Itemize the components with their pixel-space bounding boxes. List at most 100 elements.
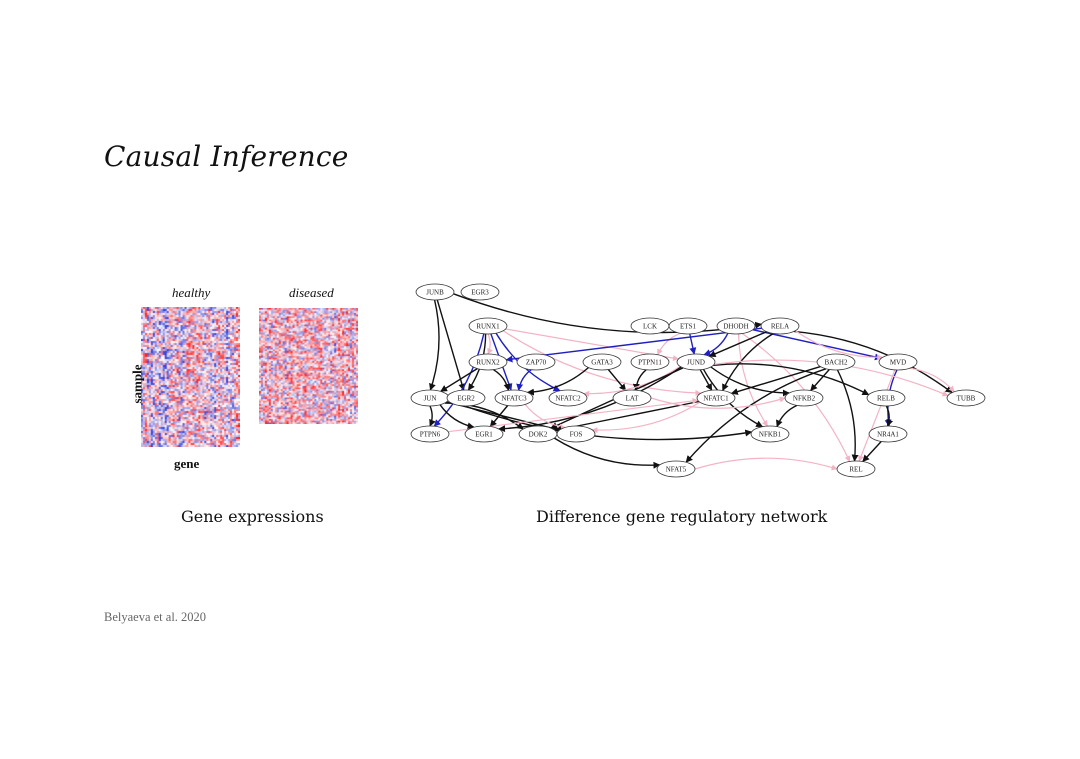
sample-axis-label: sample	[129, 364, 145, 404]
edge-bach2-to-nfatc1	[730, 365, 821, 395]
edge-rela-to-jund	[708, 331, 767, 358]
edge-jund-to-relb	[713, 363, 870, 396]
node-label: NFKB1	[759, 431, 782, 439]
node-label: NFATC3	[501, 395, 527, 403]
node-jund: JUND	[676, 353, 716, 371]
node-ellipse	[446, 389, 486, 407]
healthy-heatmap	[141, 307, 240, 447]
edge-junb-to-jun	[429, 299, 440, 391]
left-caption: Gene expressions	[181, 507, 324, 526]
diseased-label: diseased	[289, 285, 334, 300]
node-ellipse	[656, 460, 696, 478]
node-dhodh: DHODH	[716, 317, 756, 335]
node-nfatc1: NFATC1	[696, 389, 736, 407]
node-ellipse	[868, 425, 908, 443]
node-lat: LAT	[612, 389, 652, 407]
node-ellipse	[784, 389, 824, 407]
node-label: NFKB2	[793, 395, 816, 403]
edge-jund-to-nfatc1	[699, 369, 713, 391]
node-label: FOS	[570, 431, 583, 439]
diseased-heatmap	[259, 308, 358, 424]
node-label: MVD	[890, 359, 906, 367]
slide-title: Causal Inference	[104, 140, 349, 173]
node-ellipse	[836, 460, 876, 478]
node-ellipse	[494, 389, 534, 407]
network-edges	[429, 293, 955, 471]
node-ellipse	[415, 283, 455, 301]
node-ellipse	[676, 353, 716, 371]
gene-axis-label: gene	[174, 456, 200, 471]
node-gata3: GATA3	[582, 353, 622, 371]
edge-zap70-to-nfatc3	[516, 369, 532, 391]
node-label: NR4A1	[877, 431, 899, 439]
node-nfatc3: NFATC3	[494, 389, 534, 407]
edge-jun-to-ptpn6	[429, 405, 436, 427]
node-label: BACH2	[825, 359, 848, 367]
node-ets1: ETS1	[668, 317, 708, 335]
node-ellipse	[816, 353, 856, 371]
healthy-label: healthy	[172, 285, 211, 300]
node-fos: FOS	[556, 425, 596, 443]
edge-bach2-to-nfkb2	[810, 369, 830, 392]
node-nfat5: NFAT5	[656, 460, 696, 478]
node-ellipse	[878, 353, 918, 371]
node-ellipse	[630, 353, 670, 371]
edge-jun-to-nfkb1	[448, 399, 753, 441]
node-ellipse	[460, 283, 500, 301]
node-label: EGR3	[471, 289, 489, 297]
edge-jund-to-nfatc2	[583, 365, 681, 397]
edge-gata3-to-nfatc3	[526, 367, 589, 396]
edge-mvd-to-rel	[858, 369, 896, 462]
node-label: LAT	[626, 395, 640, 403]
node-label: GATA3	[591, 359, 613, 367]
edge-jun-to-egr1	[439, 404, 475, 430]
edge-nfatc1-to-fos	[591, 401, 701, 434]
node-label: NFAT5	[666, 466, 687, 474]
node-runx2: RUNX2	[468, 353, 508, 371]
node-ellipse	[468, 353, 508, 371]
node-label: EGR1	[475, 431, 493, 439]
edge-dok2-to-nfat5	[553, 437, 661, 469]
edge-runx1-to-ptpn6	[433, 333, 485, 427]
node-label: LCK	[643, 323, 657, 331]
node-label: PTPN11	[638, 359, 662, 367]
edge-junb-to-egr2	[436, 299, 466, 391]
edge-rela-to-nfatc1	[722, 332, 774, 392]
edge-bach2-to-rel	[836, 369, 859, 462]
node-dok2: DOK2	[518, 425, 558, 443]
node-label: NFATC1	[703, 395, 729, 403]
node-label: JUN	[424, 395, 437, 403]
node-ellipse	[612, 389, 652, 407]
node-label: ZAP70	[526, 359, 547, 367]
edge-nfatc3-to-egr1	[489, 405, 509, 428]
node-ptpn11: PTPN11	[630, 353, 670, 371]
node-ellipse	[760, 317, 800, 335]
node-zap70: ZAP70	[516, 353, 556, 371]
edge-ets1-to-jund	[689, 333, 697, 355]
edge-ptpn11-to-lat	[632, 369, 647, 391]
node-tubb: TUBB	[946, 389, 986, 407]
node-label: REL	[849, 466, 862, 474]
node-rela: RELA	[760, 317, 800, 335]
node-egr3: EGR3	[460, 283, 500, 301]
edge-jun-to-dok2	[444, 402, 524, 430]
node-jun: JUN	[410, 389, 450, 407]
node-egr1: EGR1	[464, 425, 504, 443]
node-nfkb1: NFKB1	[750, 425, 790, 443]
node-label: RUNX1	[476, 323, 500, 331]
node-egr2: EGR2	[446, 389, 486, 407]
citation: Belyaeva et al. 2020	[104, 610, 207, 624]
edge-rela-to-mvd	[795, 330, 884, 361]
node-label: PTPN6	[420, 431, 441, 439]
node-label: JUNB	[426, 289, 444, 297]
node-label: TUBB	[957, 395, 976, 403]
edge-relb-to-nr4a1	[885, 405, 894, 427]
edge-rela-to-tubb	[793, 330, 953, 394]
node-ellipse	[516, 353, 556, 371]
node-ellipse	[464, 425, 504, 443]
edge-lat-to-nfkb2	[650, 396, 786, 409]
node-ellipse	[548, 389, 588, 407]
